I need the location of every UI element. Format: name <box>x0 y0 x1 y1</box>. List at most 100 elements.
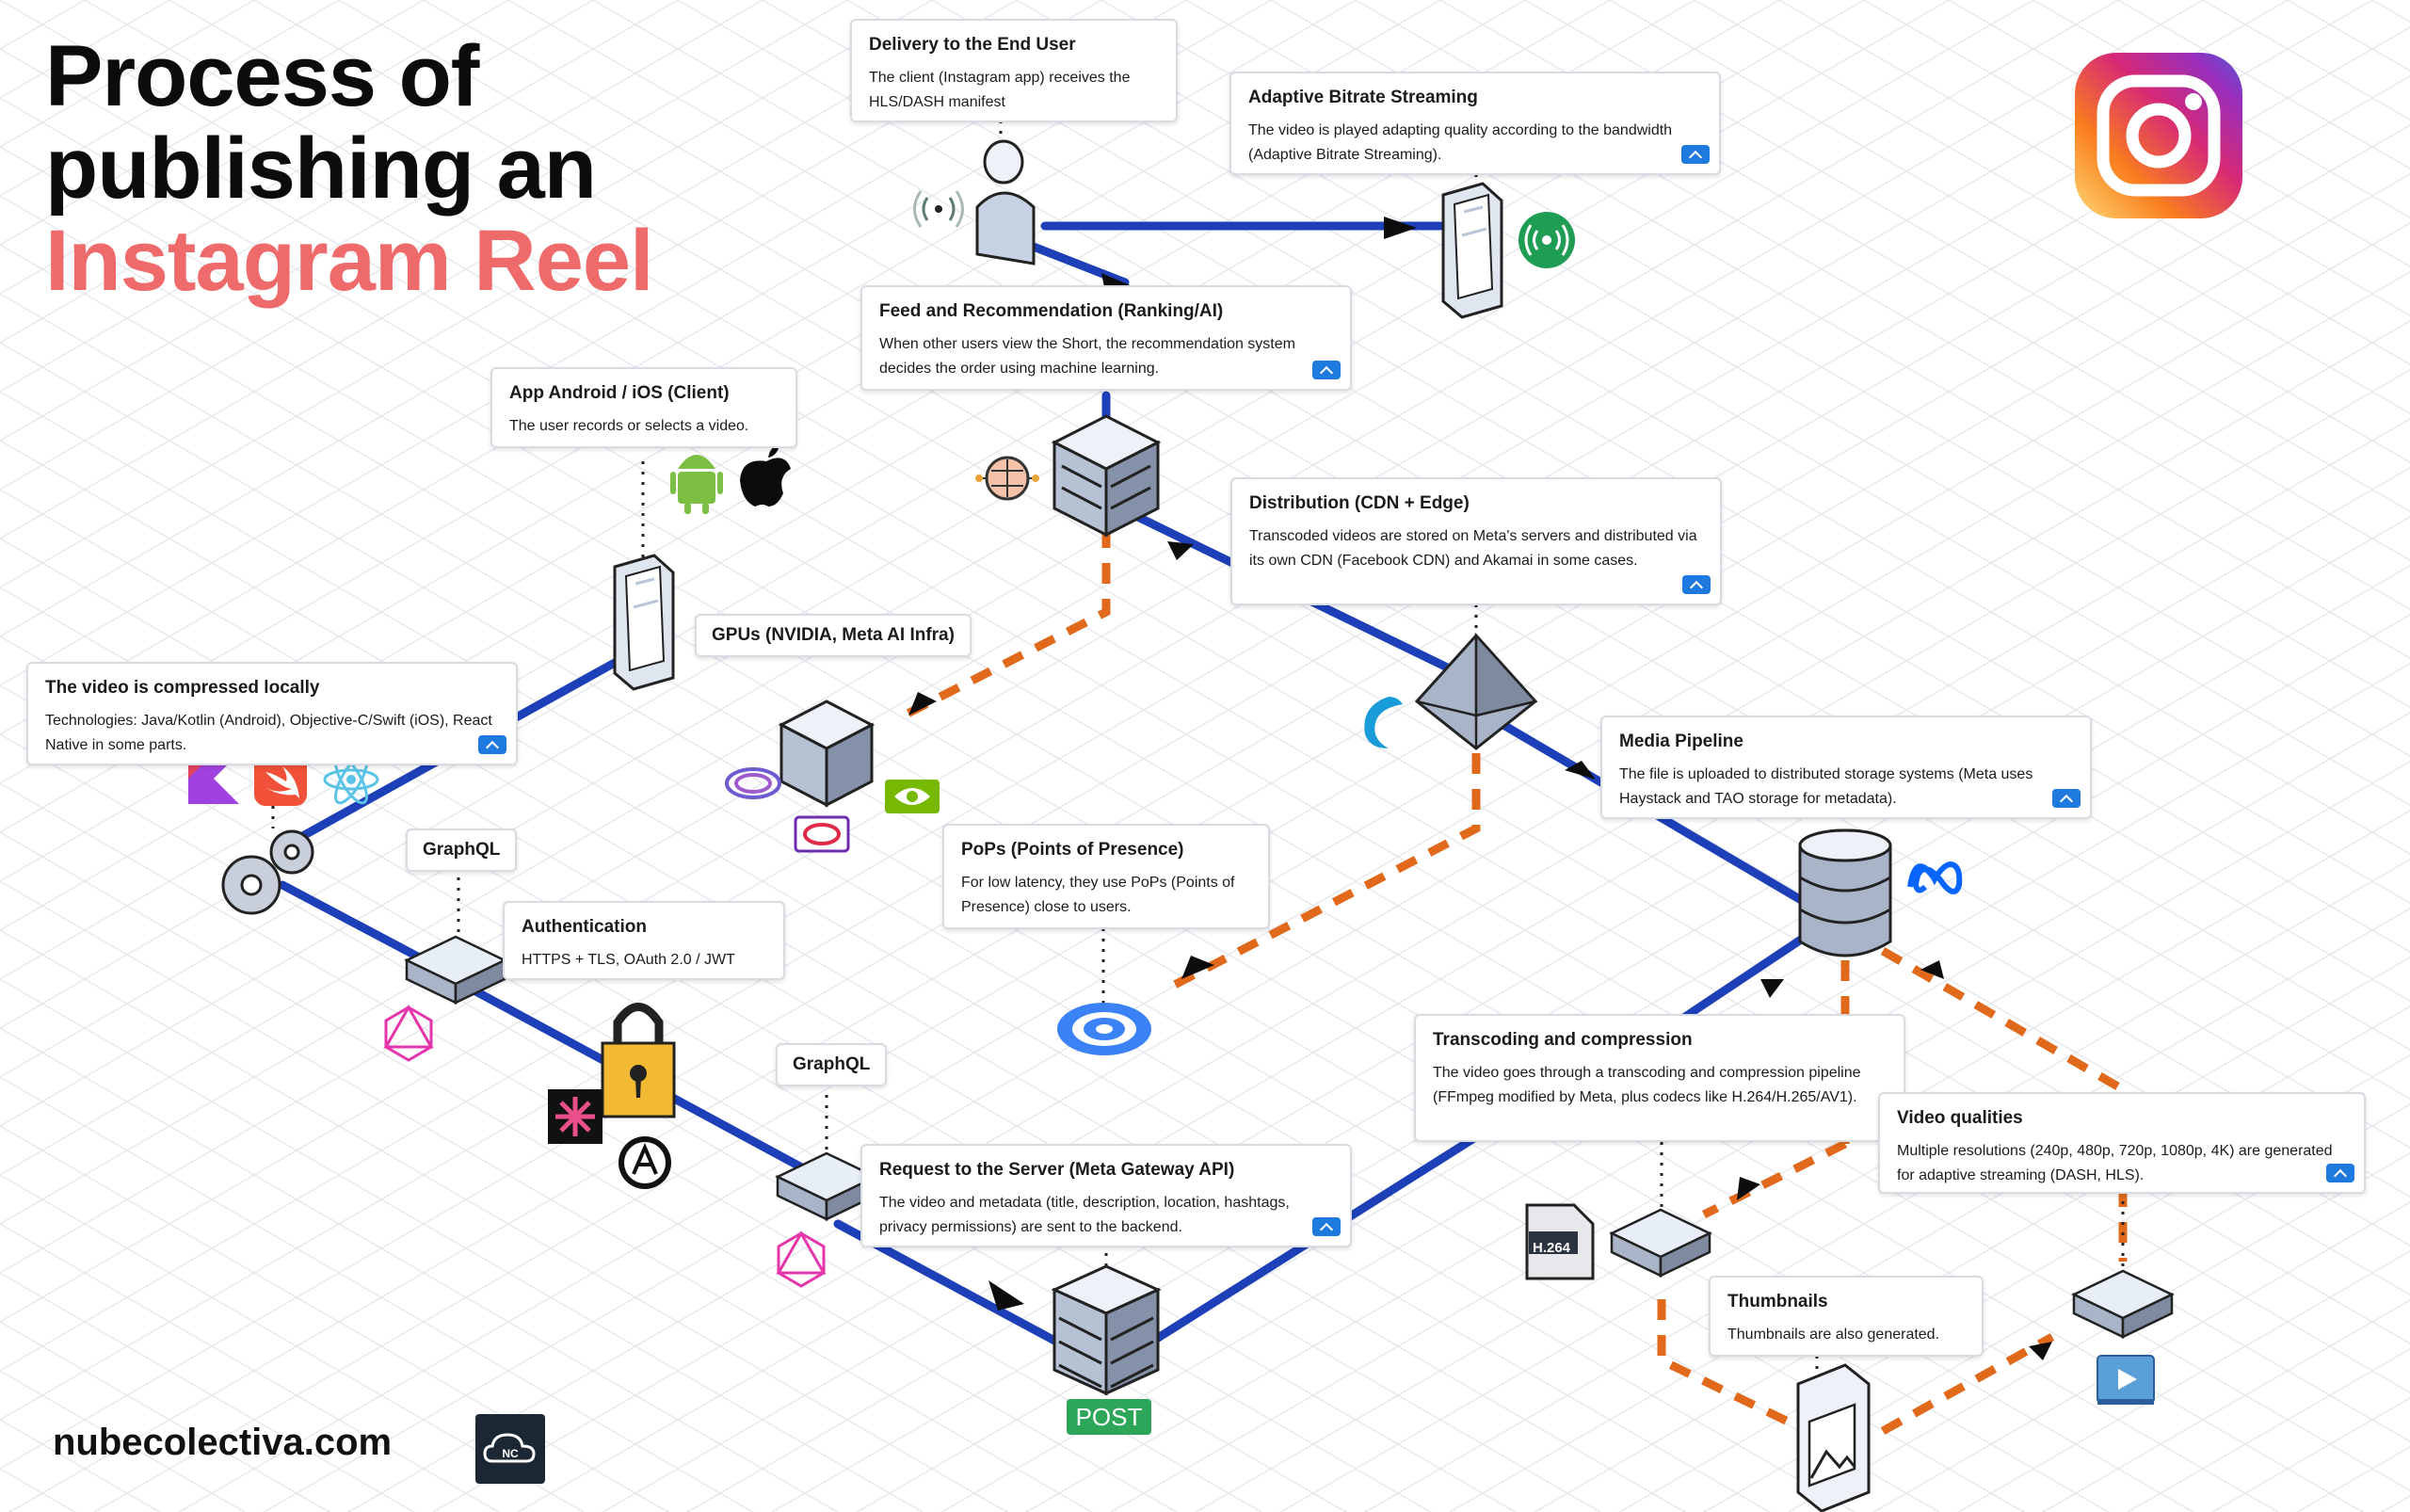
gears-icon <box>221 829 314 915</box>
meta-icon <box>1907 861 1963 894</box>
card-body: The client (Instagram app) receives the … <box>869 70 1131 110</box>
nvidia-icon <box>885 780 940 813</box>
card-media: Media Pipeline The file is uploaded to d… <box>1600 716 2092 819</box>
card-compress: The video is compressed locally Technolo… <box>26 662 518 765</box>
meta-ai-icon <box>794 815 850 853</box>
title-line-2: publishing an <box>45 121 597 217</box>
ai-server-icon <box>1051 414 1162 538</box>
diamond-edge-icon <box>1414 632 1538 750</box>
card-client: App Android / iOS (Client) The user reco… <box>490 367 797 448</box>
card-body: Transcoded videos are stored on Meta's s… <box>1249 528 1697 569</box>
ai-brain-icon <box>975 456 1039 501</box>
pop-target-icon <box>1057 1003 1151 1055</box>
video-file-icon <box>1525 1203 1595 1280</box>
dash-arrowhead-2 <box>1181 956 1214 979</box>
node-qualities <box>2071 1269 2175 1339</box>
card-thumbs: Thumbnails Thumbnails are also generated… <box>1709 1276 1984 1357</box>
tag-graphql-1: GraphQL <box>406 828 518 872</box>
expand-button[interactable] <box>1312 1217 1341 1236</box>
arrowhead-5 <box>1565 761 1596 780</box>
expand-button[interactable] <box>478 735 506 754</box>
card-feed: Feed and Recommendation (Ranking/AI) Whe… <box>860 285 1352 391</box>
smartphone-icon <box>613 554 675 691</box>
card-title: Thumbnails <box>1727 1292 1828 1311</box>
dash-arrowhead-5 <box>2029 1342 2052 1360</box>
card-body: Thumbnails are also generated. <box>1727 1327 1940 1343</box>
h264-label: H.264 <box>1533 1240 1571 1256</box>
card-body: For low latency, they use PoPs (Points o… <box>961 875 1235 915</box>
meta-ai-icon <box>725 767 781 799</box>
dash-arrowhead-4 <box>1920 960 1944 979</box>
video-play-icon <box>2097 1355 2155 1405</box>
cube-icon <box>778 700 876 808</box>
card-qualities: Video qualities Multiple resolutions (24… <box>1878 1092 2366 1194</box>
dash-feed-to-gpu <box>901 527 1111 720</box>
card-body: HTTPS + TLS, OAuth 2.0 / JWT <box>522 952 735 968</box>
database-icon <box>1798 828 1892 957</box>
card-abr: Adaptive Bitrate Streaming The video is … <box>1229 72 1721 175</box>
auth-provider-icon <box>548 1089 602 1144</box>
dash-arrowhead-3 <box>1737 1177 1760 1200</box>
card-title: PoPs (Points of Presence) <box>961 840 1184 860</box>
dash-image-to-node <box>1880 1333 2055 1435</box>
expand-button[interactable] <box>2052 789 2081 808</box>
card-request: Request to the Server (Meta Gateway API)… <box>860 1144 1352 1247</box>
card-title: Distribution (CDN + Edge) <box>1249 493 1470 513</box>
card-title: Media Pipeline <box>1619 732 1743 751</box>
broadcast-icon <box>1518 212 1575 268</box>
dash-cdn-to-pop <box>1165 753 1481 992</box>
card-pops: PoPs (Points of Presence) For low latenc… <box>942 824 1270 929</box>
arrowhead-3 <box>988 1280 1024 1311</box>
arrowhead-6 <box>1167 541 1194 560</box>
dash-db-to-qualities <box>1880 947 2130 1096</box>
card-body: The video is played adapting quality acc… <box>1248 122 1673 163</box>
instagram-logo <box>2075 53 2242 218</box>
card-title: App Android / iOS (Client) <box>509 383 730 403</box>
footer-site[interactable]: nubecolectiva.com <box>53 1422 393 1463</box>
server-icon <box>1051 1264 1162 1396</box>
broadcast-icon <box>913 190 964 228</box>
card-cdn: Distribution (CDN + Edge) Transcoded vid… <box>1230 477 1722 605</box>
graphql-icon <box>383 1004 434 1062</box>
expand-button[interactable] <box>1681 145 1710 164</box>
padlock-icon <box>601 1003 676 1118</box>
node-transcode <box>1609 1208 1712 1278</box>
card-auth: Authentication HTTPS + TLS, OAuth 2.0 / … <box>503 901 785 980</box>
card-title: Authentication <box>522 917 647 937</box>
card-title: Adaptive Bitrate Streaming <box>1248 88 1478 107</box>
image-file-icon <box>1796 1363 1871 1512</box>
nc-logo: NC <box>475 1414 545 1484</box>
expand-button[interactable] <box>1682 575 1711 594</box>
title-line-3: Instagram Reel <box>45 213 654 309</box>
akamai-icon <box>1364 697 1403 748</box>
flow-arrowheads <box>988 217 1784 1311</box>
tag-gpus: GPUs (NVIDIA, Meta AI Infra) <box>695 614 972 657</box>
arrowhead-4 <box>1760 979 1784 998</box>
smartphone-icon <box>1441 182 1503 319</box>
card-title: Request to the Server (Meta Gateway API) <box>879 1160 1235 1180</box>
post-badge: POST <box>1067 1399 1151 1435</box>
card-body: The video and metadata (title, descripti… <box>879 1195 1290 1235</box>
swift-icon <box>254 753 307 806</box>
card-body: When other users view the Short, the rec… <box>879 336 1295 377</box>
expand-button[interactable] <box>2326 1164 2354 1182</box>
nc-logo-text: NC <box>502 1447 519 1460</box>
dash-h264-down <box>1657 1299 1809 1436</box>
card-body: The video goes through a transcoding and… <box>1433 1065 1861 1105</box>
card-body: The file is uploaded to distributed stor… <box>1619 766 2033 807</box>
dash-transcode-to-h264 <box>1701 1139 1848 1219</box>
card-delivery: Delivery to the End User The client (Ins… <box>850 19 1178 122</box>
expand-button[interactable] <box>1312 361 1341 379</box>
android-icon <box>670 455 723 514</box>
card-title: Feed and Recommendation (Ranking/AI) <box>879 301 1224 321</box>
card-transcode: Transcoding and compression The video go… <box>1414 1014 1905 1142</box>
node-graphql-1 <box>404 935 507 1005</box>
card-title: Transcoding and compression <box>1433 1030 1693 1050</box>
card-title: Video qualities <box>1897 1108 2023 1128</box>
dash-arrowheads <box>908 692 2052 1360</box>
arrowhead-1 <box>1384 217 1417 239</box>
page-title: Process of publishing an Instagram Reel <box>45 28 654 309</box>
dash-arrowhead-1 <box>908 692 937 716</box>
tag-graphql-2: GraphQL <box>776 1043 888 1086</box>
title-line-1: Process of <box>45 28 479 124</box>
